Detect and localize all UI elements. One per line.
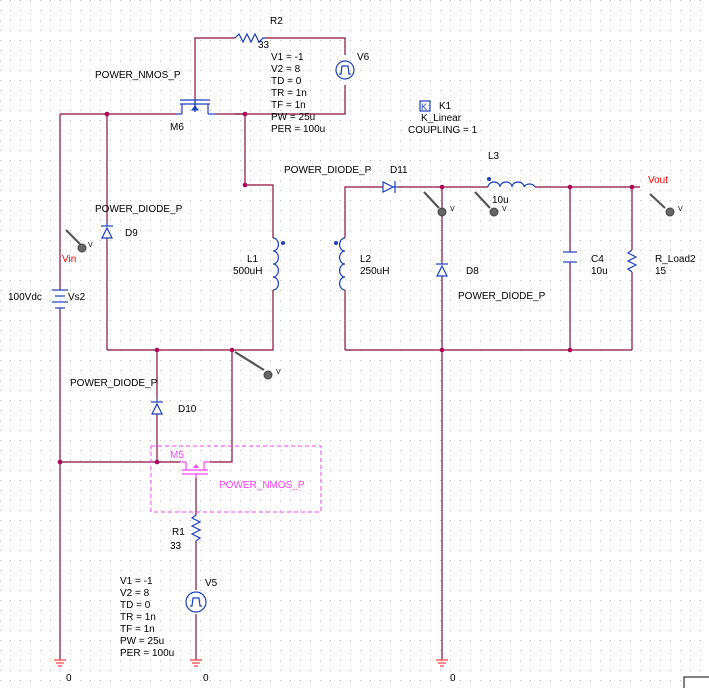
voltage-probe-l3[interactable]: V (474, 191, 507, 217)
k1-name: K1 (439, 101, 452, 112)
svg-text:0: 0 (66, 673, 72, 684)
svg-text:TR = 1n: TR = 1n (271, 88, 307, 99)
d11-model: POWER_DIODE_P (284, 165, 372, 176)
m6-model: POWER_NMOS_P (95, 70, 181, 81)
voltage-probe-vin[interactable]: V (65, 229, 93, 253)
svg-text:V1 = -1: V1 = -1 (120, 576, 153, 587)
v6-parameters: V1 = -1 V2 = 8 TD = 0 TR = 1n TF = 1n PW… (271, 52, 325, 135)
diode-d10[interactable]: POWER_DIODE_P D10 (70, 378, 197, 415)
resistor-r2[interactable]: R2 33 (234, 16, 283, 51)
k1-coupling: COUPLING = 1 (408, 125, 478, 136)
l2-value: 250uH (360, 266, 389, 277)
net-label-vin: Vin (62, 254, 76, 265)
svg-text:TD = 0: TD = 0 (120, 600, 151, 611)
diode-d9[interactable]: POWER_DIODE_P D9 (95, 204, 183, 239)
m5-name: M5 (170, 450, 184, 461)
r1-name: R1 (172, 527, 185, 538)
m5-model: POWER_NMOS_P (219, 480, 305, 491)
junctions (57, 111, 635, 465)
rload2-value: 15 (655, 266, 667, 277)
svg-text:V1 = -1: V1 = -1 (271, 52, 304, 63)
svg-text:V: V (678, 206, 683, 213)
d11-name: D11 (390, 165, 408, 176)
rload2-name: R_Load2 (655, 254, 696, 265)
l2-name: L2 (360, 254, 372, 265)
pulse-source-v5[interactable]: V5 (185, 578, 218, 613)
inductor-l1[interactable]: L1 500uH (233, 237, 285, 291)
ground-3[interactable]: 0 (435, 659, 456, 684)
d10-model: POWER_DIODE_P (70, 378, 158, 389)
svg-text:V: V (450, 206, 455, 213)
v6-name: V6 (357, 52, 370, 63)
d9-model: POWER_DIODE_P (95, 204, 183, 215)
l1-value: 500uH (233, 266, 262, 277)
partial-frame (683, 676, 709, 688)
svg-text:V: V (88, 242, 93, 249)
svg-text:PER = 100u: PER = 100u (271, 124, 325, 135)
svg-text:V2 = 8: V2 = 8 (120, 588, 150, 599)
svg-text:PER = 100u: PER = 100u (120, 648, 174, 659)
net-label-vout: Vout (648, 175, 668, 186)
d10-name: D10 (178, 404, 197, 415)
k1-type: K_Linear (421, 113, 462, 124)
diode-d11[interactable]: POWER_DIODE_P D11 (284, 165, 408, 193)
l3-name: L3 (488, 151, 500, 162)
r1-value: 33 (170, 541, 182, 552)
capacitor-c4[interactable]: C4 10u (563, 251, 608, 277)
voltage-probe-l1[interactable]: V (234, 351, 281, 380)
v5-parameters: V1 = -1 V2 = 8 TD = 0 TR = 1n TF = 1n PW… (120, 576, 174, 659)
d8-name: D8 (466, 266, 479, 277)
voltage-probe-d11[interactable]: V (423, 191, 455, 217)
resistor-r1[interactable]: R1 33 (170, 514, 202, 552)
svg-text:PW = 25u: PW = 25u (120, 636, 164, 647)
vs2-value: 100Vdc (8, 292, 42, 303)
svg-text:K: K (421, 102, 427, 112)
ground-2[interactable]: 0 (189, 659, 209, 684)
wires (59, 37, 640, 660)
inductor-l3[interactable]: L3 10u (487, 151, 536, 206)
svg-text:TF = 1n: TF = 1n (120, 624, 155, 635)
svg-text:TD = 0: TD = 0 (271, 76, 302, 87)
svg-text:TF = 1n: TF = 1n (271, 100, 306, 111)
coupling-k1[interactable]: K K1 K_Linear COUPLING = 1 (408, 100, 478, 136)
c4-value: 10u (591, 266, 608, 277)
dc-source-vs2[interactable]: 100Vdc Vs2 (8, 289, 86, 310)
svg-text:V: V (276, 369, 281, 376)
c4-name: C4 (591, 254, 604, 265)
r2-name: R2 (270, 16, 283, 27)
ground-1[interactable]: 0 (53, 659, 72, 684)
svg-text:0: 0 (450, 673, 456, 684)
svg-text:V: V (502, 206, 507, 213)
vs2-name: Vs2 (68, 292, 86, 303)
svg-text:0: 0 (203, 673, 209, 684)
inductor-l2[interactable]: L2 250uH (334, 237, 389, 291)
l3-value: 10u (492, 195, 509, 206)
v5-name: V5 (205, 578, 218, 589)
voltage-probe-vout[interactable]: V (649, 193, 683, 217)
svg-text:TR = 1n: TR = 1n (120, 612, 156, 623)
d8-model: POWER_DIODE_P (458, 291, 546, 302)
diode-d8[interactable]: D8 POWER_DIODE_P (436, 262, 546, 302)
d9-name: D9 (125, 228, 138, 239)
pulse-source-v6[interactable]: V6 (335, 52, 370, 80)
resistor-rload2[interactable]: R_Load2 15 (626, 249, 696, 277)
svg-text:V2 = 8: V2 = 8 (271, 64, 301, 75)
svg-text:PW = 25u: PW = 25u (271, 112, 315, 123)
r2-value: 33 (258, 40, 270, 51)
m6-name: M6 (170, 122, 184, 133)
l1-name: L1 (247, 254, 259, 265)
nmos-m5[interactable]: M5 POWER_NMOS_P (150, 445, 322, 513)
nmos-m6[interactable]: POWER_NMOS_P M6 (95, 70, 215, 133)
